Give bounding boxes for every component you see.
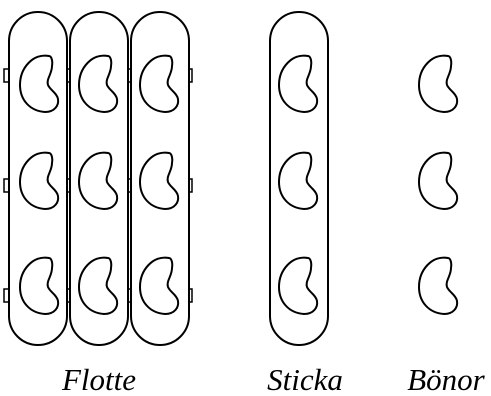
beans-label: Bönor (407, 362, 485, 396)
raft-group (4, 12, 192, 345)
beans-group (419, 56, 457, 314)
stick-label: Sticka (267, 362, 343, 396)
bean (419, 258, 457, 314)
raft-stick-1 (9, 12, 67, 345)
bean (419, 153, 457, 209)
stick-group (270, 12, 328, 345)
raft-label: Flotte (61, 362, 136, 396)
bean (419, 56, 457, 112)
